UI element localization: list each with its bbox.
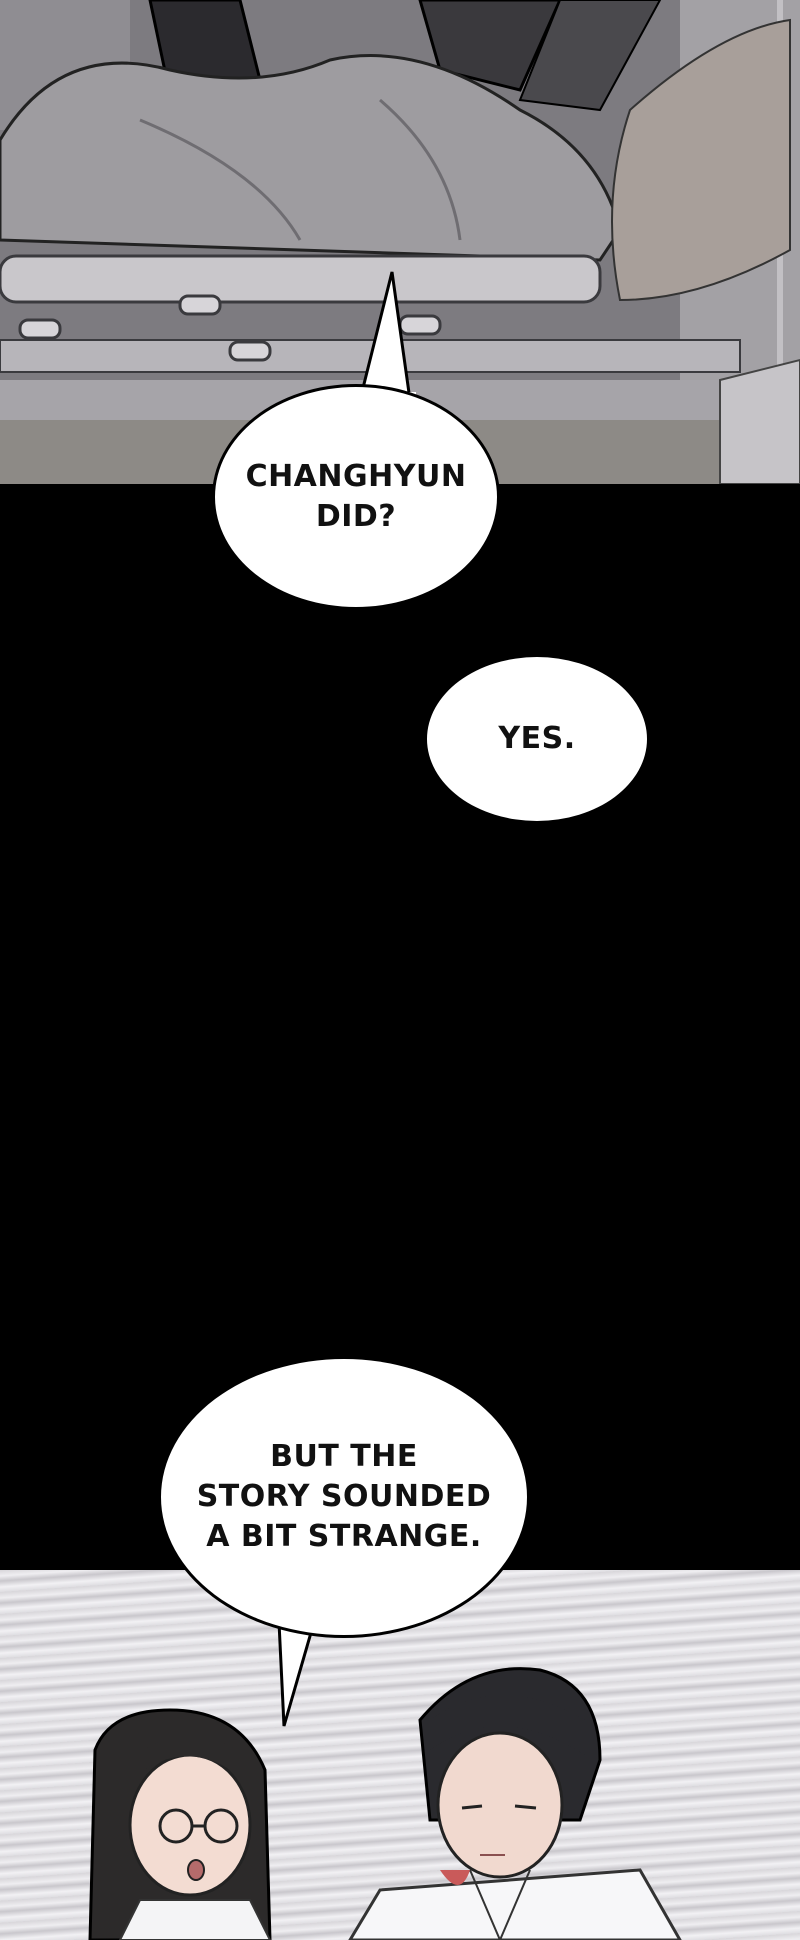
speech-bubble-1-text: CHANGHYUN DID? <box>245 459 467 534</box>
speech-bubble-2: YES. <box>424 654 650 824</box>
two-doctors-panel <box>0 1570 800 1940</box>
speech-bubble-2-text: YES. <box>498 721 576 756</box>
speech-bubble-3-text: BUT THE STORY SOUNDED A BIT STRANGE. <box>196 1439 492 1554</box>
speech-bubble-1: CHANGHYUN DID? <box>212 384 500 610</box>
speech-bubble-3: BUT THE STORY SOUNDED A BIT STRANGE. <box>158 1356 530 1638</box>
two-doctors-illustration <box>88 1667 682 1940</box>
